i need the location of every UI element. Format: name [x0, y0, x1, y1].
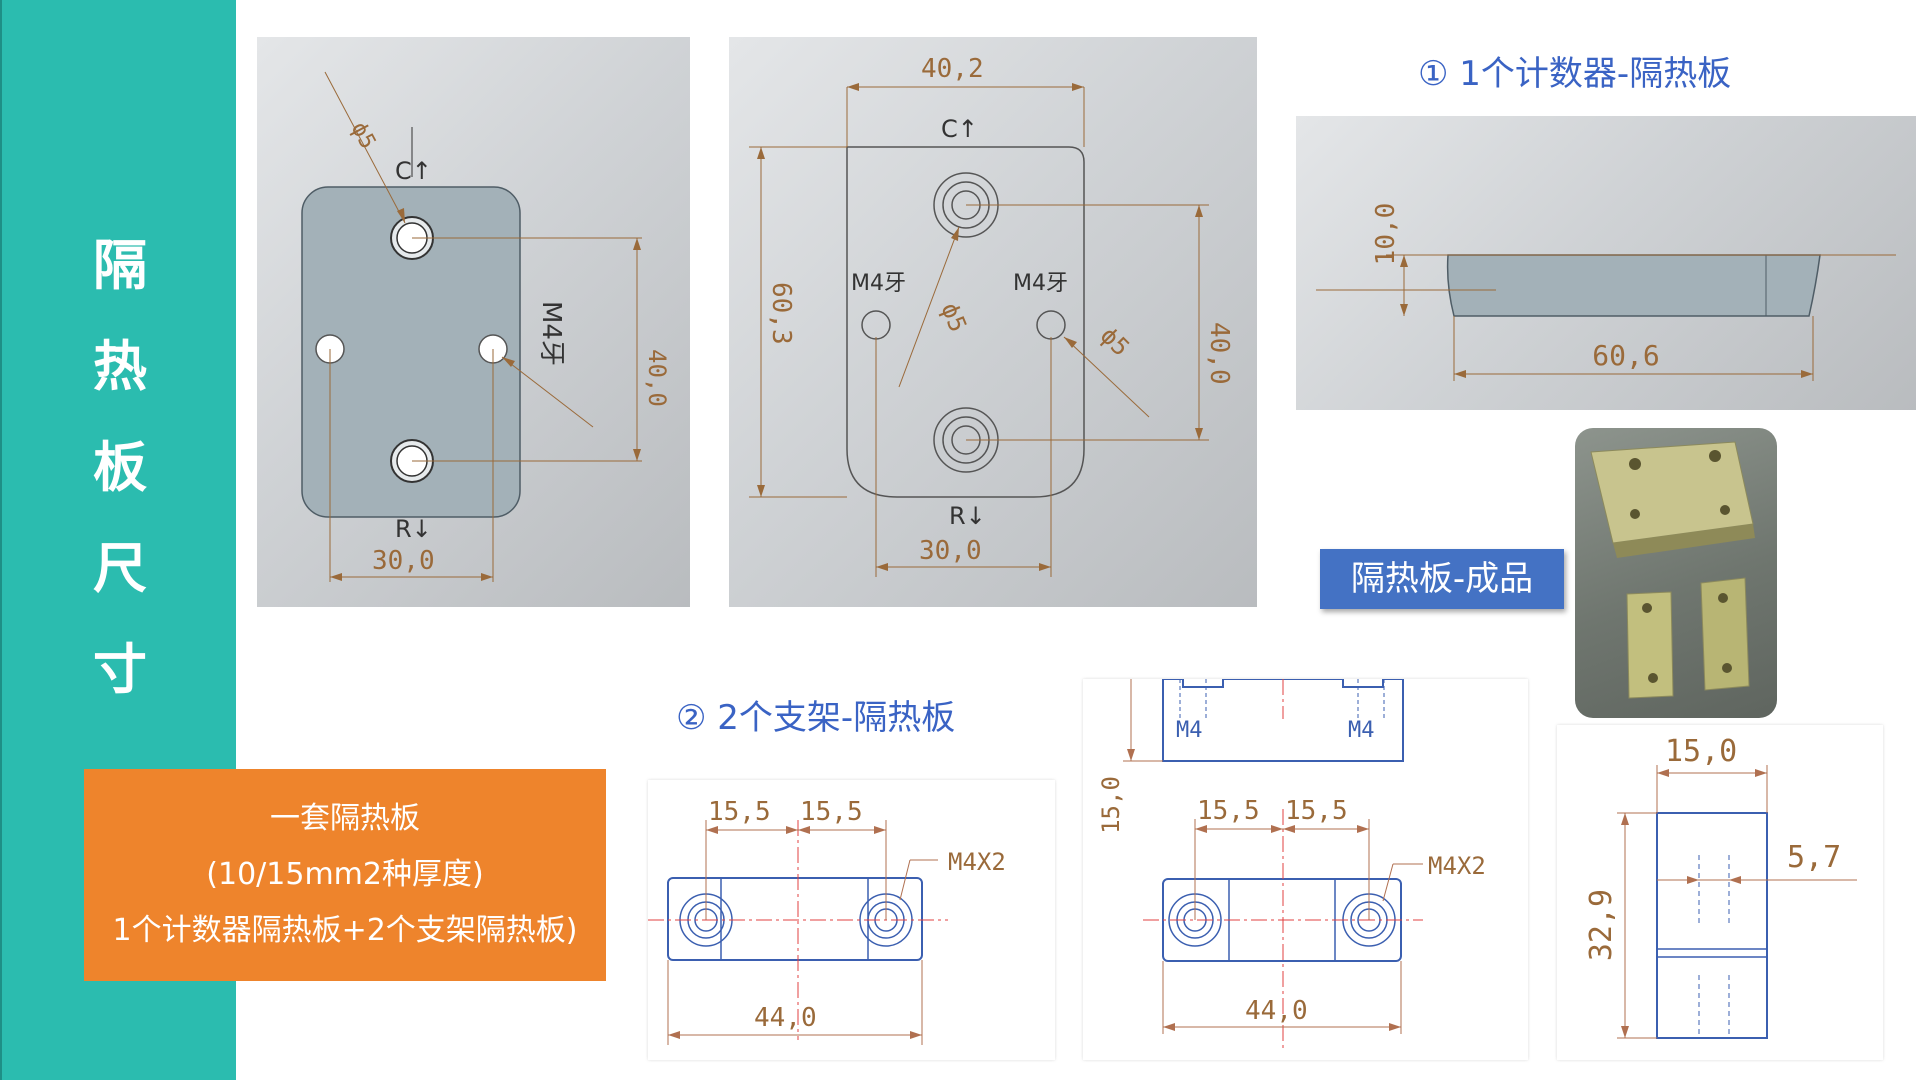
width-top-dim: 40,2: [921, 54, 984, 84]
left-half-dim: 15,5: [708, 797, 771, 827]
summary-line: 1个计数器隔热板+2个支架隔热板): [112, 913, 578, 948]
sidebar-char: 寸: [93, 638, 147, 701]
total-dim: 44,0: [754, 1003, 817, 1033]
thread-label: M4X2: [1428, 852, 1486, 880]
drawing-bracket-front-view: M4 M4 15,0 15,5 15,5 M4X2 44,0: [1083, 679, 1528, 1060]
height-dim: 40,0: [643, 349, 671, 407]
summary-line: (10/15mm2种厚度): [206, 857, 484, 892]
left-half-dim: 15,5: [1197, 796, 1260, 826]
height-left-dim: 60,3: [766, 282, 796, 345]
height-dim: 32,9: [1584, 889, 1619, 961]
top-label: C↑: [941, 115, 978, 143]
drawing-bracket-top-view: 15,5 15,5 M4X2 44,0: [648, 780, 1055, 1060]
sidebar-title: 隔 热 板 尺 寸: [2, 215, 238, 720]
drawing-bracket-front-view-svg: M4 M4 15,0 15,5 15,5 M4X2 44,0: [1097, 679, 1486, 1049]
thread-label: M4X2: [948, 848, 1006, 876]
length-dim: 60,6: [1592, 339, 1659, 372]
thickness-dim: 10,0: [1371, 203, 1401, 266]
sidebar-char: 板: [93, 436, 147, 499]
total-dim: 44,0: [1245, 996, 1308, 1026]
sidebar-char: 尺: [93, 537, 147, 600]
top-label: C↑: [395, 157, 432, 185]
finished-product-photo: [1575, 428, 1777, 718]
sidebar-char: 隔: [93, 234, 147, 297]
sidebar-char: 热: [93, 335, 147, 398]
finished-product-photo-svg: [1590, 441, 1755, 699]
height-dim: 15,0: [1097, 776, 1125, 834]
thread-left-label: M4: [1176, 718, 1203, 743]
drawing-bracket-side-view: 15,0 32,9 5,7: [1557, 725, 1883, 1060]
thread-right-label: M4: [1348, 718, 1375, 743]
thread-left-label: M4牙: [851, 271, 906, 296]
depth-dim: 5,7: [1787, 840, 1841, 875]
summary-box: 一套隔热板 (10/15mm2种厚度) 1个计数器隔热板+2个支架隔热板): [84, 769, 606, 981]
heading-bracket-plate: ② 2个支架-隔热板: [676, 698, 956, 738]
finished-product-badge: 隔热板-成品: [1320, 549, 1564, 609]
drawing-bracket-side-view-svg: 15,0 32,9 5,7: [1584, 734, 1857, 1039]
width-dim: 15,0: [1665, 734, 1737, 769]
heading-counter-plate: ① 1个计数器-隔热板: [1418, 54, 1732, 94]
drawing-plate-top-view: ϕ5 C↑ R↓ M4牙 40,0 30,0: [257, 37, 690, 607]
bottom-label: R↓: [395, 515, 432, 543]
right-half-dim: 15,5: [800, 797, 863, 827]
height-right-dim: 40,0: [1204, 322, 1234, 385]
drawing-plate-side-view: 10,0 60,6: [1296, 116, 1916, 410]
drawing-plate-outline: 40,2 C↑ R↓ M4牙 M4牙 ϕ5 ϕ5 60,3 40,0 30,0: [729, 37, 1257, 607]
summary-line: 一套隔热板: [270, 801, 420, 836]
thread-right-label: M4牙: [1013, 271, 1068, 296]
drawing-plate-side-view-svg: 10,0 60,6: [1316, 203, 1896, 381]
drawing-bracket-top-view-svg: 15,5 15,5 M4X2 44,0: [648, 797, 1006, 1045]
phi-center-label: ϕ5: [935, 299, 972, 336]
thread-label: M4牙: [536, 301, 566, 366]
width-dim: 30,0: [372, 546, 435, 576]
drawing-plate-outline-svg: 40,2 C↑ R↓ M4牙 M4牙 ϕ5 ϕ5 60,3 40,0 30,0: [749, 54, 1234, 577]
right-half-dim: 15,5: [1285, 796, 1348, 826]
bottom-label: R↓: [949, 502, 986, 530]
width-bottom-dim: 30,0: [919, 536, 982, 566]
phi-label: ϕ5: [346, 118, 381, 153]
phi-right-label: ϕ5: [1095, 321, 1135, 361]
drawing-plate-top-view-svg: ϕ5 C↑ R↓ M4牙 40,0 30,0: [301, 71, 671, 582]
